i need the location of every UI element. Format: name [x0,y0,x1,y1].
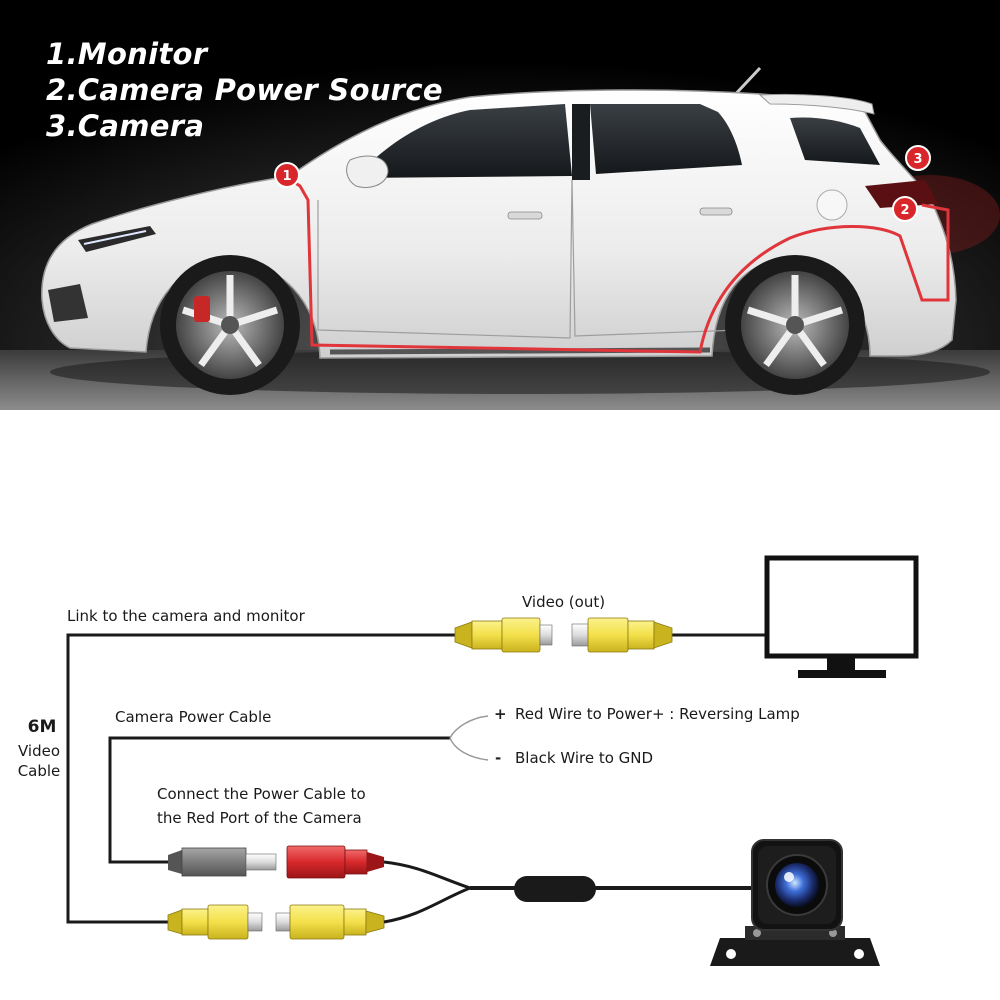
power-cable-wire [108,736,450,864]
marker-monitor: 1 [274,162,300,188]
marker-3-label: 3 [913,152,922,167]
power-cable-label: Camera Power Cable [115,708,272,726]
link-label: Link to the camera and monitor [67,607,305,625]
side-mirror [346,155,389,188]
video-cable-name-line2: Cable [17,762,61,780]
marker-2-label: 2 [900,203,909,218]
video-out-label: Video (out) [522,593,606,611]
front-grille [48,284,88,322]
camera-icon [710,839,880,966]
legend-item-monitor: 1.Monitor [46,37,208,71]
rear-wheel [725,255,865,395]
monitor-icon [764,555,919,678]
cable-route-line [286,176,950,354]
connect-instruction-line1: Connect the Power Cable to [157,785,366,803]
tail-light [865,180,938,208]
video-cable-wire [66,633,455,924]
marker-power-source: 2 [892,196,918,222]
rear-door-window [590,104,742,174]
legend-item-camera: 3.Camera [46,109,205,143]
camera-merge-wire-red [383,860,471,890]
marker-1-label: 1 [282,169,291,184]
brake-caliper [194,296,210,322]
video-cable-length: 6M [27,717,57,737]
yellow-video-plug-left [167,904,263,940]
rear-quarter-window [790,117,880,165]
video-out-plug-right [571,617,673,653]
minus-sign: - [495,749,502,767]
yellow-video-port-right [275,904,385,940]
black-wire-label: Black Wire to GND [515,749,654,767]
car-photo: 1 2 3 1.Monitor 2.Camera Power Source 3.… [0,0,1000,410]
marker-camera: 3 [905,145,931,171]
red-power-port [286,845,384,879]
rear-door-handle [699,207,733,216]
wiring-diagram: Link to the camera and monitor Video (ou… [0,410,1000,1000]
video-out-plug-left [454,617,553,653]
b-pillar [572,104,590,180]
power-split-plus [449,715,489,739]
plus-sign: + [494,705,507,723]
headlight-strip [83,230,147,245]
ferrite-bead [514,876,596,902]
power-split-minus [449,737,489,761]
fuel-cap [816,189,848,221]
front-door-handle [507,211,543,220]
legend-item-power-source: 2.Camera Power Source [46,73,443,107]
spoiler [758,93,875,115]
component-legend: 1.Monitor 2.Camera Power Source 3.Camera [46,36,443,144]
video-cable-name-line1: Video [17,742,61,760]
gray-power-plug [168,847,277,877]
wiring-svg [66,555,919,966]
connect-instruction-line2: the Red Port of the Camera [157,809,362,827]
front-door-outline [317,179,573,339]
camera-merge-wire-yellow [383,886,471,924]
front-wheel [160,255,300,395]
front-window [355,104,572,178]
car-illustration: 1 2 3 [0,0,1000,410]
red-wire-label: Red Wire to Power+ : Reversing Lamp [515,705,800,723]
